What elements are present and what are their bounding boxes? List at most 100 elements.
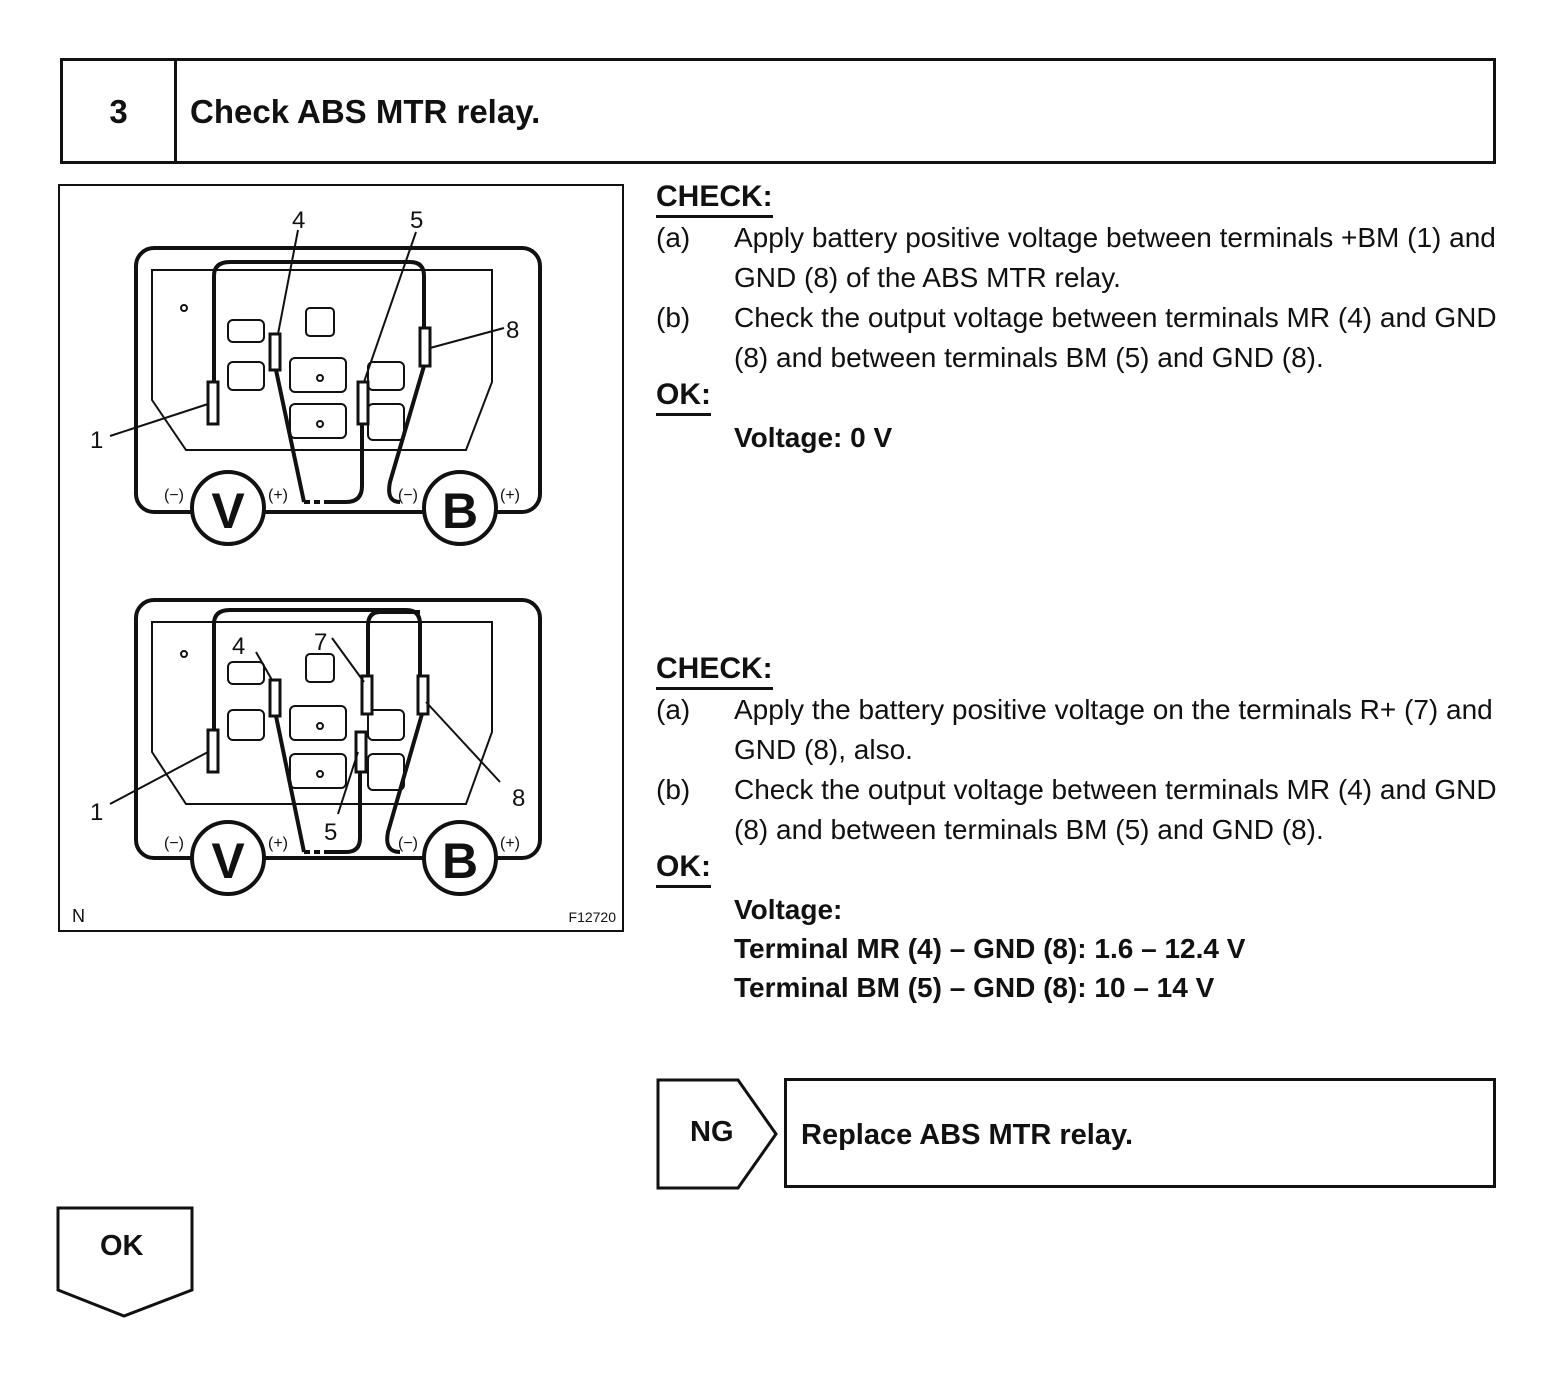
bottom-leader-1 bbox=[109, 751, 209, 805]
bottom-leader-8 bbox=[425, 701, 501, 783]
bottom-leader-4 bbox=[255, 651, 273, 681]
check1-heading: CHECK: bbox=[656, 180, 773, 218]
bottom-inner-block bbox=[367, 753, 405, 791]
top-voltmeter-label: V bbox=[211, 483, 245, 539]
bottom-inner-block bbox=[289, 705, 347, 741]
top-leader-4 bbox=[277, 229, 299, 335]
top-hole bbox=[316, 420, 324, 428]
bottom-leader-7 bbox=[331, 637, 365, 683]
top-inner-block bbox=[227, 361, 265, 391]
bottom-terminal-1 bbox=[206, 728, 220, 774]
top-inner-block bbox=[289, 357, 347, 393]
bottom-hole bbox=[316, 722, 324, 730]
bottom-battery-wire bbox=[212, 608, 422, 730]
bottom-terminal-label-4: 4 bbox=[232, 633, 245, 660]
top-voltmeter-pos: (+) bbox=[268, 487, 288, 504]
top-inner-block bbox=[227, 319, 265, 343]
ng-action-text: Replace ABS MTR relay. bbox=[801, 1119, 1133, 1151]
check1-item-b-text: Check the output voltage between termina… bbox=[734, 302, 1497, 373]
top-terminal-4 bbox=[268, 332, 282, 372]
bottom-voltmeter bbox=[190, 820, 266, 896]
bottom-relay-diagram bbox=[109, 598, 542, 896]
step-number-cell: 3 bbox=[63, 61, 177, 161]
top-battery-label: B bbox=[442, 483, 478, 539]
bottom-terminal-8 bbox=[416, 674, 430, 716]
bottom-terminal-label-5: 5 bbox=[324, 819, 337, 846]
bottom-voltmeter-label: V bbox=[211, 833, 245, 889]
bottom-relay-outline bbox=[134, 598, 542, 860]
check2-result-mr: Terminal MR (4) – GND (8): 1.6 – 12.4 V bbox=[734, 933, 1246, 964]
top-leader-8 bbox=[429, 327, 505, 349]
top-terminal-label-4: 4 bbox=[292, 207, 305, 234]
top-relay-diagram bbox=[109, 229, 542, 546]
check2-item-b-text: Check the output voltage between termina… bbox=[734, 774, 1497, 845]
relay-wiring-figure: 4 5 8 1 V B (−) (+) (−) (+) bbox=[58, 184, 624, 932]
top-terminal-8 bbox=[418, 326, 432, 368]
top-hole bbox=[180, 304, 188, 312]
check1-result: Voltage: 0 V bbox=[734, 422, 893, 453]
top-terminal-5 bbox=[356, 380, 370, 426]
check2-heading-wrap: CHECK: bbox=[656, 652, 773, 690]
bottom-terminal-label-1: 1 bbox=[90, 799, 103, 826]
top-terminal-label-5: 5 bbox=[410, 207, 423, 234]
step-number: 3 bbox=[109, 93, 128, 130]
top-inner-block bbox=[367, 403, 405, 441]
bottom-voltmeter-pos: (+) bbox=[268, 835, 288, 852]
bottom-inner-block bbox=[305, 653, 335, 683]
check1-ok-heading: OK: bbox=[656, 378, 711, 416]
top-inner-block bbox=[289, 403, 347, 439]
top-voltmeter bbox=[190, 470, 266, 546]
check2-item-a-letter: (a) bbox=[656, 694, 691, 725]
step-title: Check ABS MTR relay. bbox=[190, 93, 541, 130]
top-relay-body bbox=[151, 269, 493, 451]
relay-diagram-svg: 4 5 8 1 V B (−) (+) (−) (+) bbox=[72, 207, 616, 926]
bottom-leader-5 bbox=[337, 751, 359, 815]
bottom-wire-5 bbox=[324, 772, 362, 854]
top-relay-outline bbox=[134, 246, 542, 514]
bottom-battery-pos: (+) bbox=[500, 835, 520, 852]
check1-item-b-letter: (b) bbox=[656, 302, 691, 333]
top-hole bbox=[316, 374, 324, 382]
bottom-terminal-4 bbox=[268, 678, 282, 718]
bottom-relay-body bbox=[151, 621, 493, 805]
check2-result-bm: Terminal BM (5) – GND (8): 10 – 14 V bbox=[734, 972, 1215, 1003]
top-battery bbox=[422, 470, 498, 546]
ng-arrow-shape bbox=[656, 1078, 778, 1190]
bottom-inner-block bbox=[367, 709, 405, 741]
top-battery-pos: (+) bbox=[500, 487, 520, 504]
bottom-hole bbox=[316, 770, 324, 778]
top-battery-wire bbox=[212, 260, 426, 382]
check2-ok-heading: OK: bbox=[656, 850, 711, 888]
top-wire-4 bbox=[274, 369, 306, 503]
ok-label: OK bbox=[100, 1230, 144, 1262]
bottom-hole bbox=[180, 650, 188, 658]
bottom-terminal-label-8: 8 bbox=[512, 785, 525, 812]
check2-ok-wrap: OK: bbox=[656, 850, 711, 888]
ng-action-box: Replace ABS MTR relay. bbox=[784, 1078, 1496, 1188]
bottom-battery-wire-7 bbox=[366, 610, 420, 676]
bottom-inner-block bbox=[289, 753, 347, 789]
check2-heading: CHECK: bbox=[656, 652, 773, 690]
top-wire-5 bbox=[324, 424, 364, 504]
top-terminal-label-8: 8 bbox=[506, 317, 519, 344]
top-terminal-1 bbox=[206, 380, 220, 426]
top-terminal-label-1: 1 bbox=[90, 427, 103, 454]
top-voltmeter-neg: (−) bbox=[164, 487, 184, 504]
check1-heading-wrap: CHECK: bbox=[656, 180, 773, 218]
top-wire-8 bbox=[387, 365, 426, 504]
bottom-terminal-label-7: 7 bbox=[314, 629, 327, 656]
bottom-battery bbox=[422, 820, 498, 896]
figure-corner-label: N bbox=[72, 906, 85, 926]
top-inner-block bbox=[367, 361, 405, 391]
ng-label: NG bbox=[690, 1116, 734, 1148]
ok-arrow-shape bbox=[56, 1206, 194, 1318]
bottom-battery-neg: (−) bbox=[398, 835, 418, 852]
top-inner-block bbox=[305, 307, 335, 337]
top-battery-neg: (−) bbox=[398, 487, 418, 504]
step-header: 3 Check ABS MTR relay. bbox=[60, 58, 1496, 164]
check1-ok-wrap: OK: bbox=[656, 378, 711, 416]
top-leader-5 bbox=[363, 231, 417, 383]
bottom-wire-8 bbox=[385, 713, 424, 854]
bottom-inner-block bbox=[227, 661, 265, 685]
check1-item-a-text: Apply battery positive voltage between t… bbox=[734, 222, 1496, 293]
